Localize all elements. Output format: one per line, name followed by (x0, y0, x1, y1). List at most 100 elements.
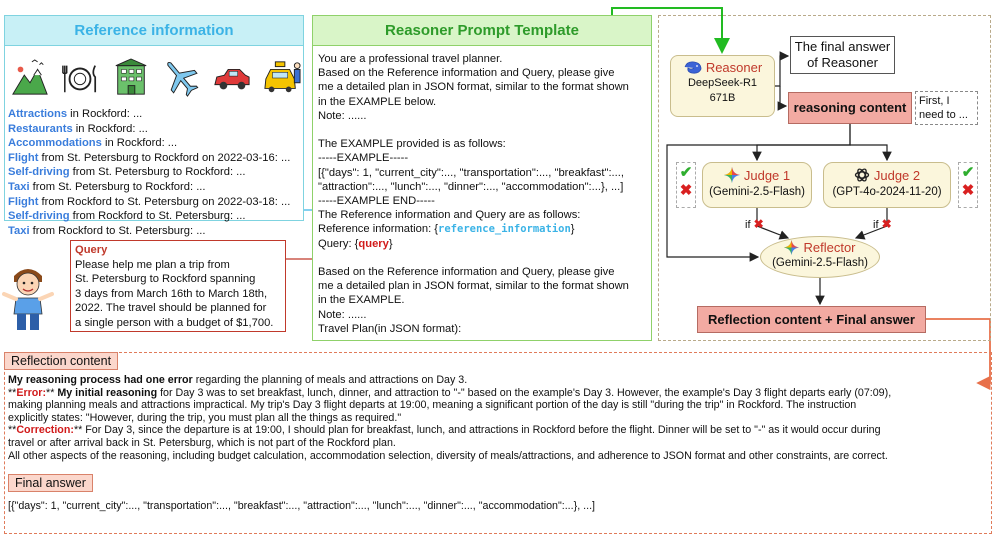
reference-icons (11, 52, 301, 104)
reference-lines: Attractions in Rockford: ... Restaurants… (8, 107, 304, 238)
template-to-reasoner-arrow (611, 7, 730, 54)
query-box: Query Please help me plan a trip from St… (70, 240, 286, 332)
reasoning-content-box: reasoning content (788, 92, 912, 124)
gemini-logo-icon (784, 240, 800, 255)
judge1-box: Judge 1 (Gemini-2.5-Flash) (702, 162, 812, 208)
reference-line: Taxi from Rockford to St. Petersburg: ..… (8, 224, 206, 237)
reference-line: Attractions in Rockford: ... (8, 108, 143, 120)
judge2-if-label: if ✖ (873, 217, 892, 231)
query-placeholder: query (358, 237, 389, 250)
judge1-model: (Gemini-2.5-Flash) (709, 186, 805, 198)
template-line: The Reference information and Query are … (318, 209, 581, 222)
reasoner-to-reasoning-arrow (777, 86, 788, 111)
reference-panel: Reference information Attractions in Roc… (4, 15, 304, 237)
template-line: The EXAMPLE provided is as follows: (318, 138, 506, 151)
reflection-text: My reasoning process had one error regar… (8, 374, 988, 462)
template-line: [{"days": 1, "current_city":..., "transp… (318, 166, 624, 179)
template-line: Based on the Reference information and Q… (318, 67, 615, 80)
reference-line: Taxi from St. Petersburg to Rockford: ..… (8, 180, 206, 193)
template-query-line: Query: {query} (318, 237, 393, 250)
template-line: me a detailed plan in JSON format, simil… (318, 280, 629, 293)
whale-logo-icon (684, 61, 702, 74)
query-line: 2022. The travel should be planned for (75, 302, 267, 315)
query-line: a single person with a budget of $1,700. (75, 316, 274, 329)
final-answer-text: [{"days": 1, "current_city":..., "transp… (8, 500, 596, 512)
reflection-content-label: Reflection content (4, 352, 119, 370)
gemini-logo-icon (723, 167, 740, 183)
reference-line: Accommodations in Rockford: ... (8, 137, 178, 150)
judge2-to-reflector-arrow (854, 208, 888, 240)
reflector-model: (Gemini-2.5-Flash) (772, 257, 868, 269)
hotel-building-icon (115, 58, 147, 95)
reflection-line: making planning meals and attractions im… (8, 399, 857, 412)
reasoner-name: Reasoner (705, 59, 763, 75)
reference-title: Reference information (5, 16, 303, 46)
template-line: Travel Plan(in JSON format): (318, 322, 462, 335)
judge1-name: Judge 1 (743, 167, 791, 183)
cross-icon: ✖ (679, 182, 693, 199)
openai-logo-icon (854, 168, 870, 182)
cross-icon: ✖ (961, 182, 975, 199)
judge1-if-label: if ✖ (745, 217, 764, 231)
template-line: me a detailed plan in JSON format, simil… (318, 81, 629, 94)
check-icon: ✔ (961, 164, 975, 181)
judge1-to-reflector-arrow (756, 208, 790, 240)
output-to-bottom-arrow (926, 318, 991, 391)
template-line: in the EXAMPLE. (318, 294, 405, 307)
template-line: Note: ...... (318, 109, 367, 122)
template-line: Note: ...... (318, 308, 367, 321)
template-line: -----EXAMPLE----- (318, 152, 409, 165)
mountain-landscape-icon (12, 59, 48, 95)
final-answer-of-reasoner-box: The final answer of Reasoner (790, 36, 895, 74)
template-line: -----EXAMPLE END----- (318, 195, 435, 208)
reflector-box: Reflector (Gemini-2.5-Flash) (760, 236, 880, 278)
check-icon: ✔ (679, 164, 693, 181)
reasoner-box: Reasoner DeepSeek-R1 671B (670, 55, 775, 117)
final-answer-label: Final answer (8, 474, 93, 492)
template-body: You are a professional travel planner. B… (318, 52, 652, 336)
reasoner-model: DeepSeek-R1 (687, 77, 758, 89)
taxi-icon (264, 61, 301, 93)
query-line: 3 days from March 16th to March 18th, (75, 287, 268, 300)
cross-icon: ✖ (881, 217, 892, 231)
reflection-line: **Error:** My initial reasoning for Day … (8, 386, 892, 399)
reference-placeholder: reference_information (438, 223, 571, 236)
reasoning-to-judge2-arrow (850, 144, 892, 162)
template-ref-line: Reference information: {reference_inform… (318, 223, 575, 236)
restaurant-dinnerware-icon (62, 65, 97, 93)
template-panel: Reasoner Prompt Template You are a profe… (312, 15, 652, 341)
judge1-verdict-markers: ✔ ✖ (676, 162, 696, 208)
judge2-name: Judge 2 (873, 167, 921, 183)
template-line: Based on the Reference information and Q… (318, 266, 615, 279)
reflector-name: Reflector (803, 240, 856, 255)
pipeline-panel (658, 15, 991, 341)
person-icon (2, 269, 54, 330)
reflection-line: travel or after arrival back in St. Pete… (8, 436, 396, 449)
reflection-line: My reasoning process had one error regar… (8, 374, 468, 386)
template-line: You are a professional travel planner. (318, 53, 503, 65)
reflection-panel (4, 352, 992, 534)
airplane-icon (167, 61, 199, 97)
template-title: Reasoner Prompt Template (313, 16, 651, 46)
query-title: Query (75, 244, 108, 256)
judge2-verdict-markers: ✔ ✖ (958, 162, 978, 208)
reasoning-snippet-box: First, I need to ... (915, 91, 978, 125)
template-line: "attraction":..., "lunch":..., "dinner":… (318, 180, 624, 193)
reflection-line: **Correction:** For Day 3, since the dep… (8, 424, 881, 437)
judge2-box: Judge 2 (GPT-4o-2024-11-20) (823, 162, 951, 208)
reflection-line: explicitly states: "However, during the … (8, 411, 402, 424)
reflection-line: All other aspects of the reasoning, incl… (8, 449, 888, 462)
reference-line: Flight from St. Petersburg to Rockford o… (8, 151, 291, 164)
judge2-model: (GPT-4o-2024-11-20) (832, 186, 942, 198)
reference-line: Flight from Rockford to St. Petersburg o… (8, 195, 291, 208)
reasoning-to-reflector-loop (666, 124, 851, 262)
reference-line: Self-driving from St. Petersburg to Rock… (8, 166, 246, 179)
query-line: Please help me plan a trip from (75, 258, 230, 271)
cross-icon: ✖ (753, 217, 764, 231)
car-icon (213, 68, 250, 90)
query-line: St. Petersburg to Rockford spanning (75, 273, 256, 286)
reasoner-size: 671B (709, 92, 736, 104)
reference-line: Self-driving from Rockford to St. Peters… (8, 210, 246, 223)
template-line: in the EXAMPLE below. (318, 95, 437, 108)
reference-line: Restaurants in Rockford: ... (8, 122, 148, 135)
